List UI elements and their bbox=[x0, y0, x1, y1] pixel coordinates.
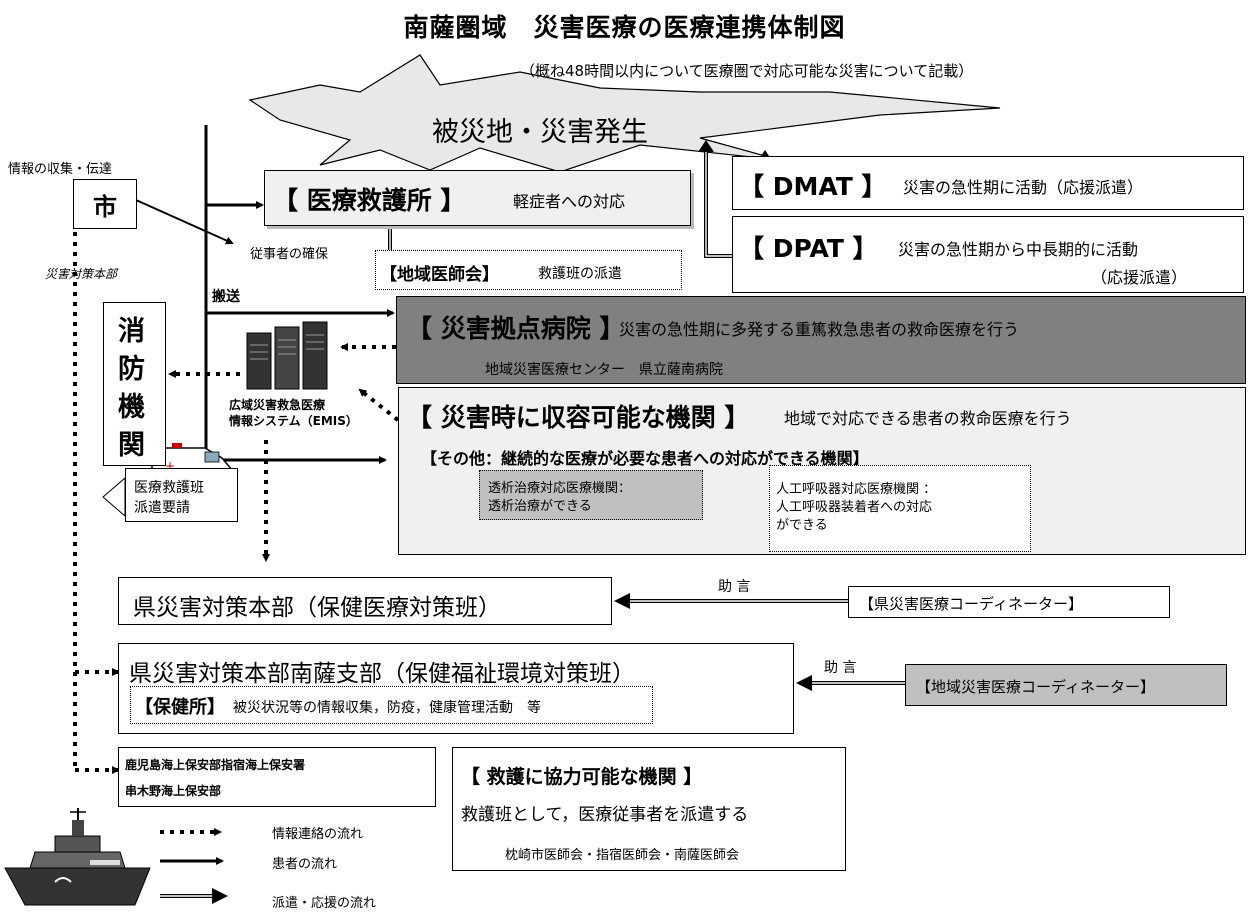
health-center-desc: 被災状況等の情報収集，防疫，健康管理活動 等 bbox=[233, 700, 541, 716]
dispatch-request-line2: 派遣要請 bbox=[134, 500, 190, 516]
dpat-desc2: （応援派遣） bbox=[1091, 268, 1188, 287]
local-coord-label: 【地域災害医療コーディネーター】 bbox=[916, 678, 1155, 696]
base-hospital-title: 【 災害拠点病院 】 bbox=[407, 314, 625, 343]
local-med-desc: 救護班の派遣 bbox=[538, 266, 622, 282]
ship-icon bbox=[4, 808, 151, 906]
local-med-box: 【地域医師会】 救護班の派遣 bbox=[375, 250, 682, 290]
coast-guard-line1: 鹿児島海上保安部指宿海上保安署 bbox=[125, 758, 306, 772]
coast-guard-line2: 串木野海上保安部 bbox=[125, 784, 222, 798]
pref-hq-box: 県災害対策本部（保健医療対策班） bbox=[118, 577, 612, 625]
dispatch-request-line1: 医療救護班 bbox=[134, 480, 204, 496]
dispatch-request-box: 医療救護班 派遣要請 bbox=[125, 468, 238, 522]
health-center-box: 【保健所】 被災状況等の情報収集，防疫，健康管理活動 等 bbox=[130, 686, 653, 724]
dpat-title: 【 DPAT 】 bbox=[739, 234, 878, 263]
secure-staff-label: 従事者の確保 bbox=[250, 247, 329, 262]
emis-label-1: 広域災害救急医療 bbox=[229, 398, 326, 412]
advice-label-1: 助 言 bbox=[718, 579, 751, 595]
ventilator-line3: ができる bbox=[776, 518, 828, 533]
capable-other: 【その他：継続的な医療が必要な患者への対応ができる機関】 bbox=[421, 449, 869, 468]
city-hq-label: 災害対策本部 bbox=[45, 267, 118, 281]
dialysis-line2: 透析治療ができる bbox=[488, 499, 592, 514]
dialysis-line1: 透析治療対応医療機関： bbox=[488, 481, 632, 496]
cooperating-box: 【 救護に協力可能な機関 】 救護班として，医療従事者を派遣する 枕崎市医師会・… bbox=[452, 747, 846, 871]
advice-label-2: 助 言 bbox=[824, 660, 857, 676]
first-aid-desc: 軽症者への対応 bbox=[513, 192, 626, 211]
capable-box: 【 災害時に収容可能な機関 】 地域で対応できる患者の救命医療を行う 【その他：… bbox=[398, 387, 1246, 555]
dispatch-request-arrow bbox=[102, 476, 126, 518]
dmat-box: 【 DMAT 】 災害の急性期に活動（応援派遣） bbox=[732, 156, 1244, 210]
dpat-desc1: 災害の急性期から中長期的に活動 bbox=[898, 240, 1139, 259]
info-collect-label: 情報の収集・伝達 bbox=[8, 162, 113, 177]
fire-char-4: 関 bbox=[118, 430, 145, 461]
server-icon bbox=[246, 321, 328, 390]
coast-guard-box: 鹿児島海上保安部指宿海上保安署 串木野海上保安部 bbox=[118, 747, 436, 807]
pref-hq-label: 県災害対策本部（保健医療対策班） bbox=[133, 595, 501, 621]
pref-coord-box: 【県災害医療コーディネーター】 bbox=[848, 586, 1170, 618]
page-title: 南薩圏域 災害医療の医療連携体制図 bbox=[403, 13, 846, 42]
cooperating-desc: 救護班として，医療従事者を派遣する bbox=[461, 805, 749, 825]
dialysis-box: 透析治療対応医療機関： 透析治療ができる bbox=[479, 470, 703, 520]
nansatsu-hq-box: 県災害対策本部南薩支部（保健福祉環境対策班） 【保健所】 被災状況等の情報収集，… bbox=[118, 643, 794, 734]
local-med-title: 【地域医師会】 bbox=[380, 265, 499, 285]
dpat-box: 【 DPAT 】 災害の急性期から中長期的に活動 （応援派遣） bbox=[732, 216, 1244, 293]
ventilator-line2: 人工呼吸器装着者への対応 bbox=[776, 500, 933, 515]
emis-label-2: 情報システム（EMIS） bbox=[229, 414, 358, 428]
arrow-city-staff bbox=[128, 193, 234, 245]
first-aid-box: 【 医療救護所 】 軽症者への対応 bbox=[264, 170, 691, 226]
fire-char-1: 消 bbox=[118, 316, 145, 347]
first-aid-title: 【 医療救護所 】 bbox=[273, 186, 466, 215]
page-subtitle: （概ね48時間以内について医療圏で対応可能な災害について記載） bbox=[520, 62, 974, 80]
legend-info-label: 情報連絡の流れ bbox=[272, 827, 364, 842]
transport-label: 搬送 bbox=[212, 289, 240, 305]
pref-coord-label: 【県災害医療コーディネーター】 bbox=[859, 595, 1083, 613]
nansatsu-hq-label: 県災害対策本部南薩支部（保健福祉環境対策班） bbox=[129, 661, 635, 687]
legend-patient-label: 患者の流れ bbox=[272, 857, 338, 872]
dmat-title: 【 DMAT 】 bbox=[739, 172, 887, 201]
capable-title: 【 災害時に収容可能な機関 】 bbox=[407, 403, 750, 432]
svg-text:+: + bbox=[165, 459, 175, 473]
base-hospital-sub: 地域災害医療センター 県立薩南病院 bbox=[485, 362, 723, 378]
arrow-dpat bbox=[704, 150, 732, 258]
fire-dept-box: 消 防 機 関 bbox=[103, 302, 166, 466]
disaster-label: 被災地・災害発生 bbox=[432, 117, 648, 148]
cooperating-title: 【 救護に協力可能な機関 】 bbox=[461, 766, 703, 788]
city-label: 市 bbox=[93, 192, 117, 221]
fire-char-2: 防 bbox=[118, 354, 145, 385]
base-hospital-desc: 災害の急性期に多発する重篤救急患者の救命医療を行う bbox=[619, 320, 1020, 339]
local-coord-box: 【地域災害医療コーディネーター】 bbox=[905, 664, 1227, 706]
legend-dispatch-label: 派遣・応援の流れ bbox=[272, 896, 377, 911]
base-hospital-box: 【 災害拠点病院 】 災害の急性期に多発する重篤救急患者の救命医療を行う 地域災… bbox=[396, 296, 1246, 384]
ventilator-line1: 人工呼吸器対応医療機関 ： bbox=[776, 482, 937, 497]
disaster-burst bbox=[248, 54, 1001, 173]
dmat-desc: 災害の急性期に活動（応援派遣） bbox=[903, 178, 1144, 197]
cooperating-members: 枕崎市医師会・指宿医師会・南薩医師会 bbox=[505, 848, 740, 863]
health-center-title: 【保健所】 bbox=[135, 697, 225, 718]
fire-char-3: 機 bbox=[118, 392, 145, 423]
ventilator-box: 人工呼吸器対応医療機関 ： 人工呼吸器装着者への対応 ができる bbox=[769, 465, 1031, 552]
capable-desc: 地域で対応できる患者の救命医療を行う bbox=[784, 409, 1072, 428]
dotted-capable-emis bbox=[358, 388, 400, 422]
city-box: 市 bbox=[73, 179, 137, 229]
